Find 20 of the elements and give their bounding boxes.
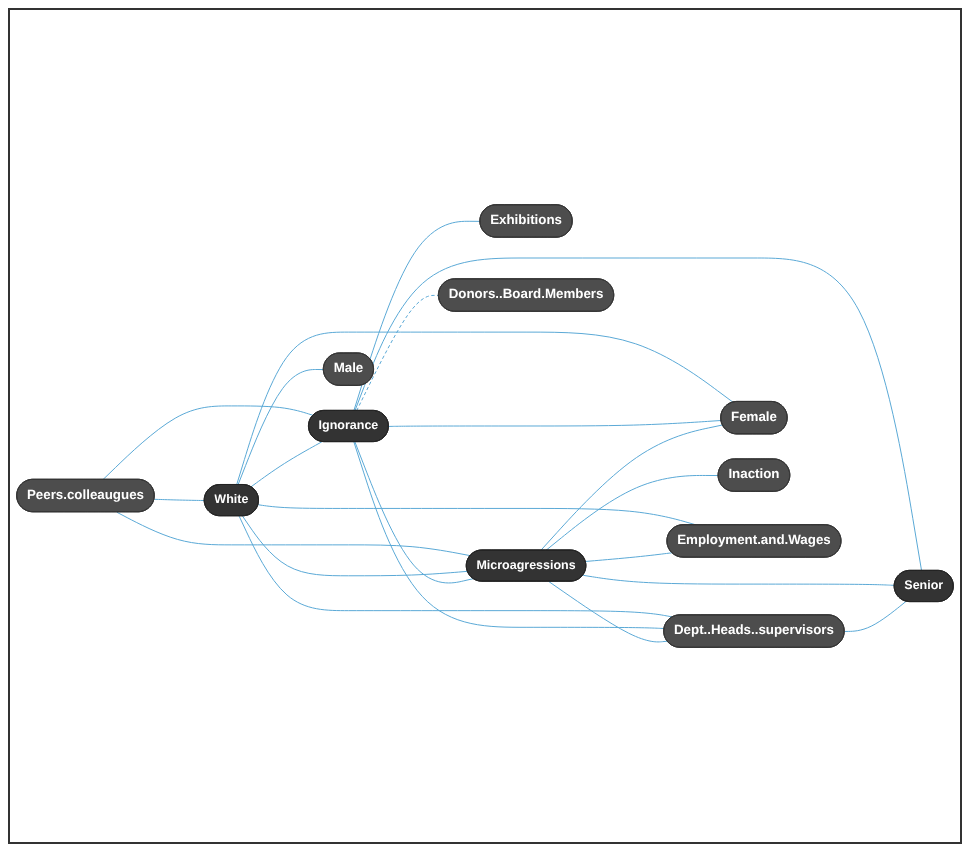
connector xyxy=(388,420,722,427)
connector xyxy=(585,552,673,562)
connector xyxy=(250,441,323,488)
connector xyxy=(353,441,665,630)
connector xyxy=(354,257,923,572)
connector xyxy=(540,424,724,551)
connector xyxy=(356,294,440,412)
connector xyxy=(242,515,469,577)
connector xyxy=(153,498,206,502)
connector xyxy=(238,515,674,618)
connector xyxy=(237,369,325,486)
connector xyxy=(236,331,734,486)
connector xyxy=(116,511,472,557)
connector xyxy=(844,600,907,632)
connector xyxy=(548,581,668,643)
connector xyxy=(353,220,481,412)
connector xyxy=(582,574,896,586)
connector xyxy=(545,474,720,551)
connector xyxy=(354,441,474,584)
connector xyxy=(102,405,314,481)
